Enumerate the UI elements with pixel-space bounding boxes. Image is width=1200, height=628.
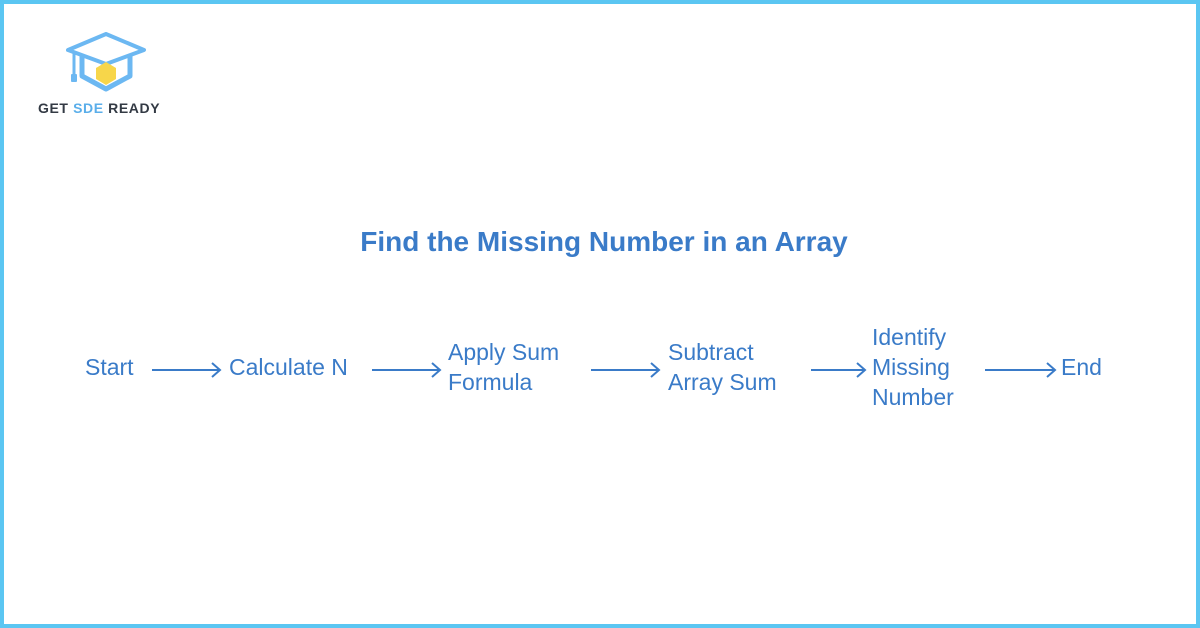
arrow-icon [811, 362, 867, 378]
step-apply-sum-formula: Apply Sum Formula [448, 339, 560, 395]
brand-name-prefix: GET [38, 100, 74, 116]
step-end: End [1061, 354, 1102, 380]
arrow-icon [985, 362, 1057, 378]
brand-name-suffix: READY [103, 100, 161, 116]
step-start: Start [85, 354, 134, 380]
step-identify-missing-number: Identify Missing Number [872, 324, 954, 410]
brand-name-accent: SDE [73, 100, 104, 116]
brand-name: GET SDE READY [38, 100, 160, 116]
graduation-cap-hexagon-logo-icon [66, 32, 146, 92]
diagram-title: Find the Missing Number in an Array [360, 226, 848, 257]
arrow-icon [591, 362, 661, 378]
step-subtract-array-sum: Subtract Array Sum [668, 339, 777, 395]
arrow-icon [372, 362, 442, 378]
brand-logo[interactable]: GET SDE READY [36, 32, 186, 122]
arrow-icon [152, 362, 222, 378]
step-calculate-n: Calculate N [229, 354, 348, 380]
